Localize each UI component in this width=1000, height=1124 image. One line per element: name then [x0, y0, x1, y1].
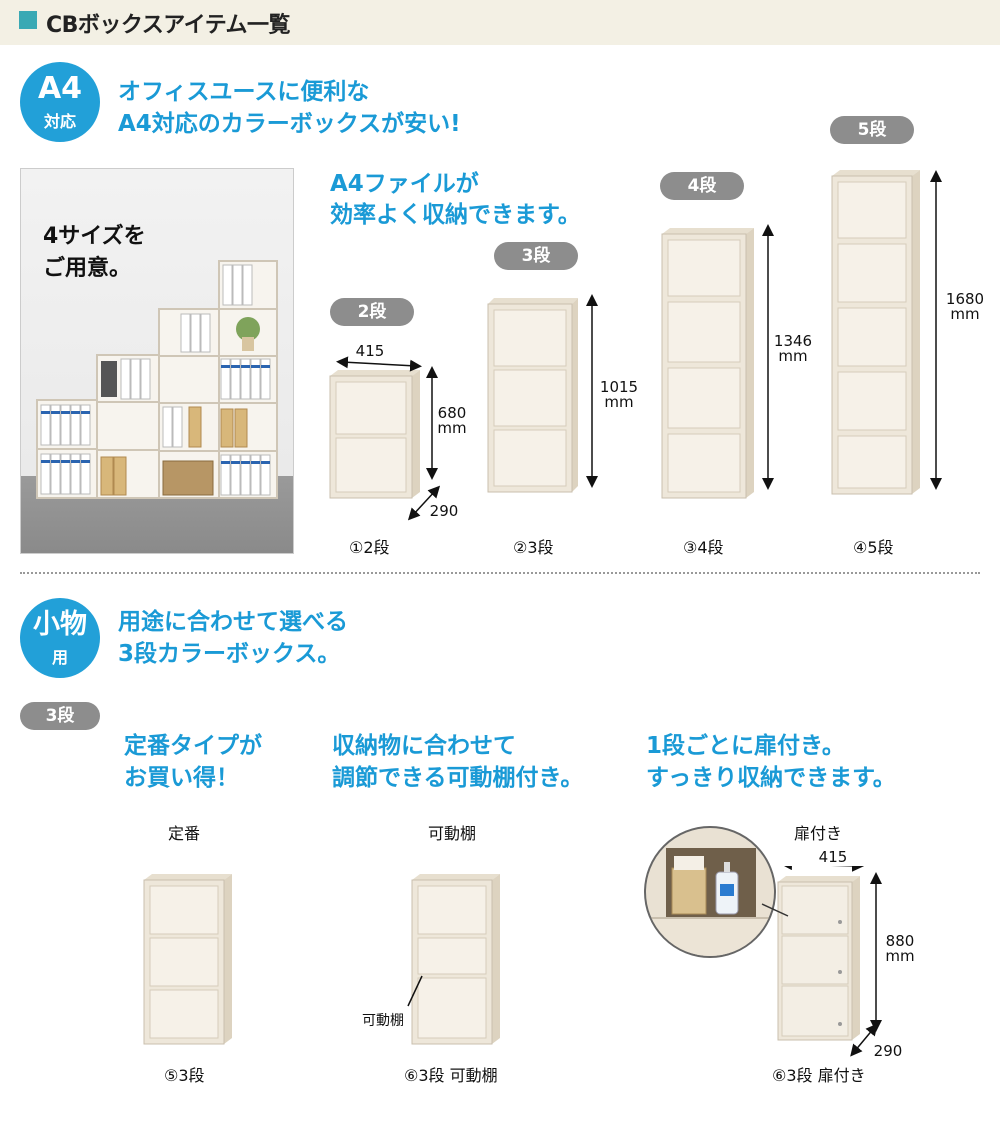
a4-sub-2: 効率よく収納できます。 [330, 202, 581, 228]
door-detail-inset [644, 826, 776, 958]
col3-blue-1: 1段ごとに扉付き。 [646, 733, 845, 759]
door-detail-illustration [646, 848, 774, 956]
header-band [0, 0, 1000, 45]
shelf-standard [143, 874, 232, 1045]
dim-2dan-width: 415 [355, 342, 385, 360]
room-photo: 4サイズを ご用意。 [20, 168, 294, 554]
col1-blue-2: お買い得！ [124, 765, 239, 791]
caption-5dan: ④5段 [853, 538, 894, 557]
pill-4dan: 4段 [660, 172, 744, 200]
small-badge-main: 小物 [33, 609, 87, 640]
a4-headline-1: オフィスユースに便利な [118, 79, 370, 105]
dim-4dan-height: 1346 mm [770, 334, 816, 364]
col1-label: 定番 [168, 824, 201, 843]
a4-badge: A4 対応 [20, 62, 100, 142]
header-square-icon [19, 11, 37, 29]
dim-3dan-height-value: 1015 [599, 378, 639, 396]
a4-sub-1: A4ファイルが [330, 171, 479, 197]
caption-standard: ⑤3段 [164, 1066, 205, 1085]
caption-4dan: ③4段 [683, 538, 724, 557]
dim-door-depth: 290 [873, 1042, 903, 1060]
pill-small-3dan: 3段 [20, 702, 100, 730]
shelf-4dan [661, 224, 774, 499]
pill-2dan: 2段 [330, 298, 414, 326]
small-badge-sub: 用 [51, 648, 68, 667]
shelf-adjustable [407, 874, 500, 1045]
caption-door: ⑥3段 扉付き [772, 1066, 866, 1085]
dim-5dan-height-value: 1680 [945, 290, 985, 308]
col3-blue-2: すっきり収納できます。 [646, 765, 896, 791]
dim-3dan-height-unit: mm [604, 393, 634, 411]
shelf-5dan [831, 170, 942, 495]
small-headline-2: 3段カラーボックス。 [118, 641, 341, 667]
dim-3dan-height: 1015 mm [596, 380, 642, 410]
caption-2dan: ①2段 [349, 538, 390, 557]
shelf-2dan [329, 356, 441, 521]
photo-label: 4サイズを ご用意。 [43, 221, 146, 285]
pill-5dan: 5段 [830, 116, 914, 144]
a4-badge-main: A4 [37, 71, 83, 106]
shelf-door [777, 866, 882, 1057]
dim-door-height-value: 880 [885, 932, 915, 950]
dim-door-height-unit: mm [885, 947, 915, 965]
section-divider [20, 572, 980, 574]
photo-illustration [36, 260, 278, 499]
small-headline-1: 用途に合わせて選べる [118, 609, 348, 635]
dim-4dan-height-value: 1346 [773, 332, 813, 350]
small-badge: 小物 用 [20, 598, 100, 678]
dim-5dan-height-unit: mm [950, 305, 980, 323]
dim-door-height: 880 mm [880, 934, 920, 964]
col1-blue-1: 定番タイプが [124, 733, 262, 759]
dim-2dan-height: 680 mm [432, 406, 472, 436]
page-title: CBボックスアイテム一覧 [46, 13, 291, 38]
a4-badge-sub: 対応 [43, 112, 76, 131]
col2-label: 可動棚 [428, 824, 477, 843]
adjustable-shelf-annotation: 可動棚 [362, 1013, 404, 1029]
col2-blue-2: 調節できる可動棚付き。 [332, 765, 584, 791]
col2-blue-1: 収納物に合わせて [332, 733, 516, 759]
dim-2dan-height-value: 680 [437, 404, 467, 422]
pill-3dan: 3段 [494, 242, 578, 270]
photo-label-line-1: 4サイズを [43, 224, 146, 249]
a4-headline-2: A4対応のカラーボックスが安い! [118, 111, 461, 137]
inset-pointer-line [761, 903, 789, 917]
dim-2dan-depth: 290 [429, 502, 459, 520]
caption-3dan: ②3段 [513, 538, 554, 557]
dim-5dan-height: 1680 mm [940, 292, 990, 322]
col3-label: 扉付き [794, 824, 843, 843]
dim-door-width: 415 [818, 848, 848, 866]
dim-4dan-height-unit: mm [778, 347, 808, 365]
photo-label-line-2: ご用意。 [43, 256, 132, 281]
shelf-3dan [487, 294, 598, 493]
dim-2dan-height-unit: mm [437, 419, 467, 437]
caption-adjustable: ⑥3段 可動棚 [404, 1066, 498, 1085]
